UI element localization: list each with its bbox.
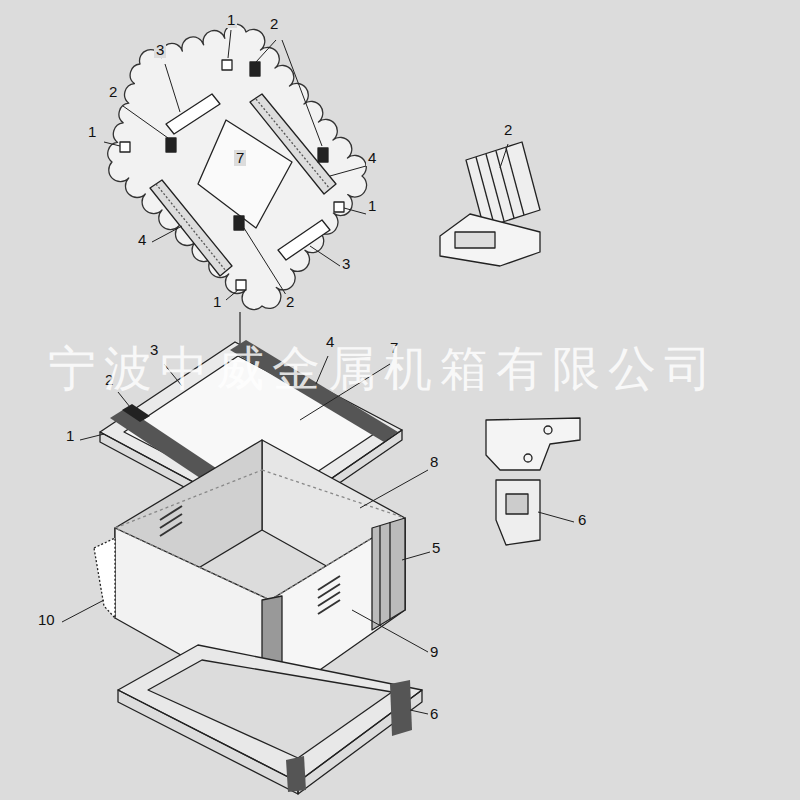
callout-number: 1 [86,124,98,140]
callout-number: 4 [136,232,148,248]
callout-number: 8 [428,454,440,470]
strip-part [234,216,244,230]
callout-number: 1 [64,428,76,444]
callout-number: 10 [36,612,57,628]
callout-number: 1 [366,198,378,214]
corner-detail [486,418,580,470]
detail-cloud [108,24,367,309]
handle-detail [466,142,540,228]
callout-number: 5 [430,540,442,556]
callout-number: 1 [225,12,237,28]
end-cap-part [166,94,220,134]
bracket-detail [440,214,540,266]
foot-part [236,280,246,290]
callout-number: 3 [340,256,352,272]
foot-part [222,60,232,70]
strip-part [318,148,328,162]
callout-number: 2 [268,16,280,32]
callout-number: 3 [154,42,166,58]
callout-number: 9 [428,644,440,660]
callout-number: 7 [234,150,246,166]
rail-part [150,180,232,276]
callout-number: 1 [211,294,223,310]
strip-part [250,62,260,76]
strip-part [166,138,176,152]
callout-number: 2 [284,294,296,310]
foot-part [120,142,130,152]
foot-part [334,202,344,212]
callout-number: 2 [107,84,119,100]
callout-number: 2 [502,122,514,138]
callout-number: 6 [576,512,588,528]
callout-number: 6 [428,706,440,722]
callout-number: 4 [366,150,378,166]
rail-part [250,94,336,194]
watermark: 宁波中威金属机箱有限公司 [48,340,720,396]
bottom-frame [118,645,422,794]
foot-detail [496,480,540,545]
